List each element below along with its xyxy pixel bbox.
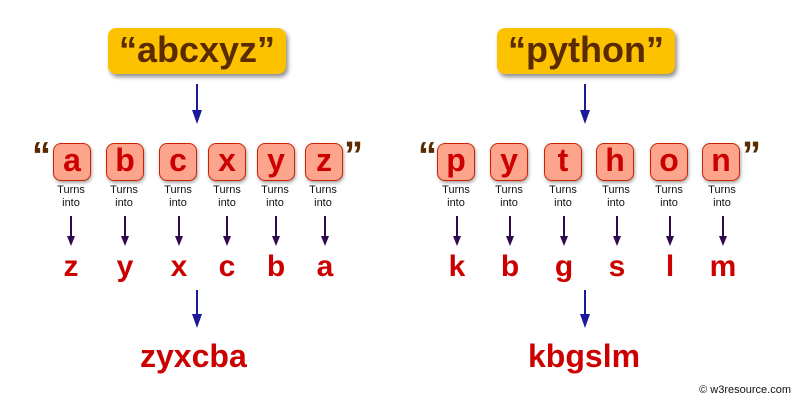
arrow-line — [196, 290, 198, 316]
output-char: x — [170, 250, 188, 283]
close-quote: ” — [344, 135, 363, 177]
output-char: m — [709, 250, 737, 283]
arrow-down-icon — [613, 236, 621, 246]
arrow-line — [669, 216, 671, 238]
arrow-down-icon — [666, 236, 674, 246]
char-tile: y — [490, 143, 528, 181]
arrow-line — [509, 216, 511, 238]
arrow-line — [584, 290, 586, 316]
output-char: k — [448, 250, 466, 283]
char-tile: p — [437, 143, 475, 181]
arrow-line — [456, 216, 458, 238]
output-char: a — [316, 250, 334, 283]
char-tile: t — [544, 143, 582, 181]
char-tile: n — [702, 143, 740, 181]
output-char: g — [554, 250, 574, 283]
arrow-down-icon — [560, 236, 568, 246]
arrow-down-icon — [580, 314, 590, 328]
input-string-box: “python” — [497, 28, 675, 74]
char-tile: b — [106, 143, 144, 181]
arrow-down-icon — [223, 236, 231, 246]
arrow-down-icon — [192, 110, 202, 124]
arrow-line — [275, 216, 277, 238]
char-tile: a — [53, 143, 91, 181]
open-quote: “ — [418, 135, 437, 177]
char-tile: x — [208, 143, 246, 181]
arrow-down-icon — [121, 236, 129, 246]
output-string: kbgslm — [528, 338, 641, 374]
arrow-down-icon — [453, 236, 461, 246]
output-char: c — [218, 250, 236, 283]
char-tile: y — [257, 143, 295, 181]
arrow-down-icon — [272, 236, 280, 246]
char-tile: z — [305, 143, 343, 181]
arrow-line — [226, 216, 228, 238]
arrow-down-icon — [175, 236, 183, 246]
arrow-line — [584, 84, 586, 112]
output-string: zyxcba — [140, 338, 247, 374]
arrow-down-icon — [580, 110, 590, 124]
arrow-line — [722, 216, 724, 238]
arrow-line — [616, 216, 618, 238]
char-tile: o — [650, 143, 688, 181]
input-string-box: “abcxyz” — [108, 28, 286, 74]
arrow-line — [178, 216, 180, 238]
arrow-line — [324, 216, 326, 238]
output-char: l — [665, 250, 675, 283]
char-tile: c — [159, 143, 197, 181]
open-quote: “ — [32, 135, 51, 177]
arrow-down-icon — [506, 236, 514, 246]
arrow-line — [124, 216, 126, 238]
arrow-down-icon — [321, 236, 329, 246]
output-char: s — [608, 250, 626, 283]
arrow-line — [563, 216, 565, 238]
close-quote: ” — [742, 135, 761, 177]
arrow-down-icon — [719, 236, 727, 246]
char-tile: h — [596, 143, 634, 181]
arrow-line — [196, 84, 198, 112]
arrow-down-icon — [67, 236, 75, 246]
arrow-line — [70, 216, 72, 238]
output-char: z — [63, 250, 79, 283]
output-char: b — [500, 250, 520, 283]
output-char: y — [116, 250, 134, 283]
arrow-down-icon — [192, 314, 202, 328]
copyright-credit: © w3resource.com — [699, 384, 791, 396]
output-char: b — [266, 250, 286, 283]
